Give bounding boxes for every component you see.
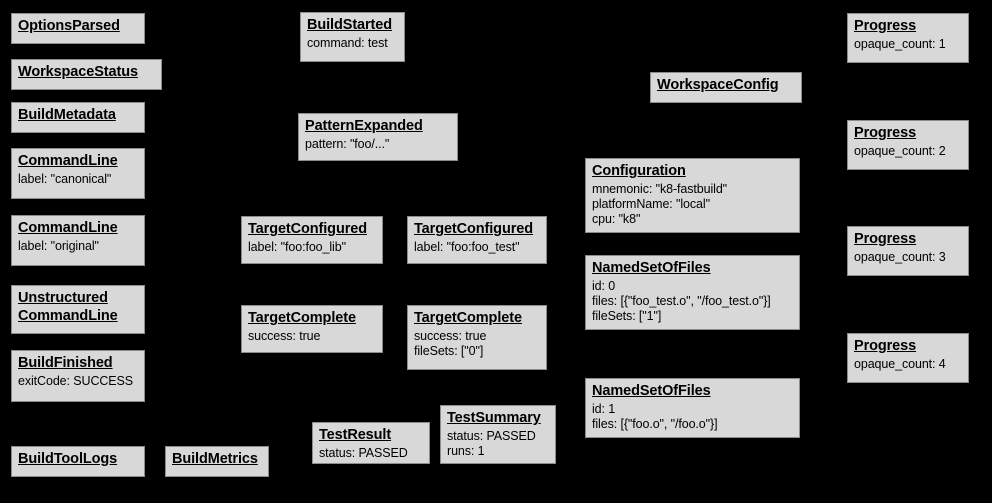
node-title: TargetConfigured bbox=[248, 221, 367, 237]
node-title: BuildMetrics bbox=[172, 451, 258, 467]
node-title: OptionsParsed bbox=[18, 18, 120, 34]
node-test-result[interactable]: TestResult status: PASSED bbox=[312, 422, 430, 464]
node-title: BuildToolLogs bbox=[18, 451, 118, 467]
node-title: PatternExpanded bbox=[305, 118, 423, 134]
node-field: command: test bbox=[307, 35, 388, 50]
node-title: NamedSetOfFiles bbox=[592, 383, 711, 399]
node-title: TestSummary bbox=[447, 410, 541, 426]
node-field: exitCode: SUCCESS bbox=[18, 373, 134, 388]
node-title: WorkspaceStatus bbox=[18, 64, 138, 80]
node-command-line-canonical[interactable]: CommandLine label: "canonical" bbox=[11, 148, 145, 199]
node-progress-3[interactable]: Progress opaque_count: 3 bbox=[847, 226, 969, 276]
node-field: opaque_count: 1 bbox=[854, 36, 946, 51]
node-build-tool-logs[interactable]: BuildToolLogs bbox=[11, 446, 145, 477]
node-field: opaque_count: 2 bbox=[854, 143, 946, 158]
node-build-finished[interactable]: BuildFinished exitCode: SUCCESS bbox=[11, 350, 145, 402]
node-field: status: PASSED bbox=[447, 428, 536, 443]
node-field: label: "foo:foo_test" bbox=[414, 239, 520, 254]
node-pattern-expanded[interactable]: PatternExpanded pattern: "foo/..." bbox=[298, 113, 458, 161]
node-title: BuildMetadata bbox=[18, 107, 116, 123]
node-title: Progress bbox=[854, 338, 917, 354]
node-title: TargetComplete bbox=[248, 310, 356, 326]
node-build-metrics[interactable]: BuildMetrics bbox=[165, 446, 269, 477]
node-field: files: [{"foo.o", "/foo.o"}] bbox=[592, 416, 718, 431]
node-field: cpu: "k8" bbox=[592, 212, 641, 227]
node-field: label: "canonical" bbox=[18, 171, 112, 186]
node-title: WorkspaceConfig bbox=[657, 77, 779, 93]
node-field: label: "original" bbox=[18, 238, 99, 253]
node-title: Progress bbox=[854, 231, 917, 247]
node-unstructured-command-line[interactable]: Unstructured CommandLine bbox=[11, 285, 145, 334]
node-title: Progress bbox=[854, 18, 917, 34]
node-field: runs: 1 bbox=[447, 443, 485, 458]
node-title: TestResult bbox=[319, 427, 392, 443]
node-field: opaque_count: 4 bbox=[854, 356, 946, 371]
node-title: NamedSetOfFiles bbox=[592, 260, 711, 276]
node-target-configured-foo-lib[interactable]: TargetConfigured label: "foo:foo_lib" bbox=[241, 216, 383, 264]
node-build-metadata[interactable]: BuildMetadata bbox=[11, 102, 145, 133]
node-build-started[interactable]: BuildStarted command: test bbox=[300, 12, 405, 62]
node-workspace-status[interactable]: WorkspaceStatus bbox=[11, 59, 162, 90]
node-field: id: 0 bbox=[592, 278, 616, 293]
node-field: opaque_count: 3 bbox=[854, 249, 946, 264]
node-workspace-config[interactable]: WorkspaceConfig bbox=[650, 72, 802, 103]
node-options-parsed[interactable]: OptionsParsed bbox=[11, 13, 145, 44]
node-target-complete-foo-lib[interactable]: TargetComplete success: true bbox=[241, 305, 383, 353]
node-field: pattern: "foo/..." bbox=[305, 136, 390, 151]
node-progress-2[interactable]: Progress opaque_count: 2 bbox=[847, 120, 969, 170]
node-title: CommandLine bbox=[18, 153, 118, 169]
node-field: fileSets: ["0"] bbox=[414, 343, 484, 358]
node-target-configured-foo-test[interactable]: TargetConfigured label: "foo:foo_test" bbox=[407, 216, 547, 264]
node-configuration[interactable]: Configuration mnemonic: "k8-fastbuild"pla… bbox=[585, 158, 800, 233]
node-field: mnemonic: "k8-fastbuild" bbox=[592, 181, 728, 196]
node-field: id: 1 bbox=[592, 401, 616, 416]
node-field: success: true bbox=[248, 328, 321, 343]
node-title: Progress bbox=[854, 125, 917, 141]
node-title: Configuration bbox=[592, 163, 686, 179]
node-field: files: [{"foo_test.o", "/foo_test.o"}] bbox=[592, 293, 771, 308]
node-field: status: PASSED bbox=[319, 445, 408, 460]
node-field: fileSets: ["1"] bbox=[592, 309, 662, 324]
node-title: TargetComplete bbox=[414, 310, 522, 326]
node-command-line-original[interactable]: CommandLine label: "original" bbox=[11, 215, 145, 266]
node-title: BuildStarted bbox=[307, 17, 393, 33]
node-title: CommandLine bbox=[18, 220, 118, 236]
node-progress-4[interactable]: Progress opaque_count: 4 bbox=[847, 333, 969, 383]
node-field: platformName: "local" bbox=[592, 196, 710, 211]
node-title: TargetConfigured bbox=[414, 221, 533, 237]
node-progress-1[interactable]: Progress opaque_count: 1 bbox=[847, 13, 969, 63]
node-title: Unstructured CommandLine bbox=[18, 290, 118, 324]
node-field: success: true bbox=[414, 328, 487, 343]
node-field: label: "foo:foo_lib" bbox=[248, 239, 346, 254]
node-title: BuildFinished bbox=[18, 355, 113, 371]
